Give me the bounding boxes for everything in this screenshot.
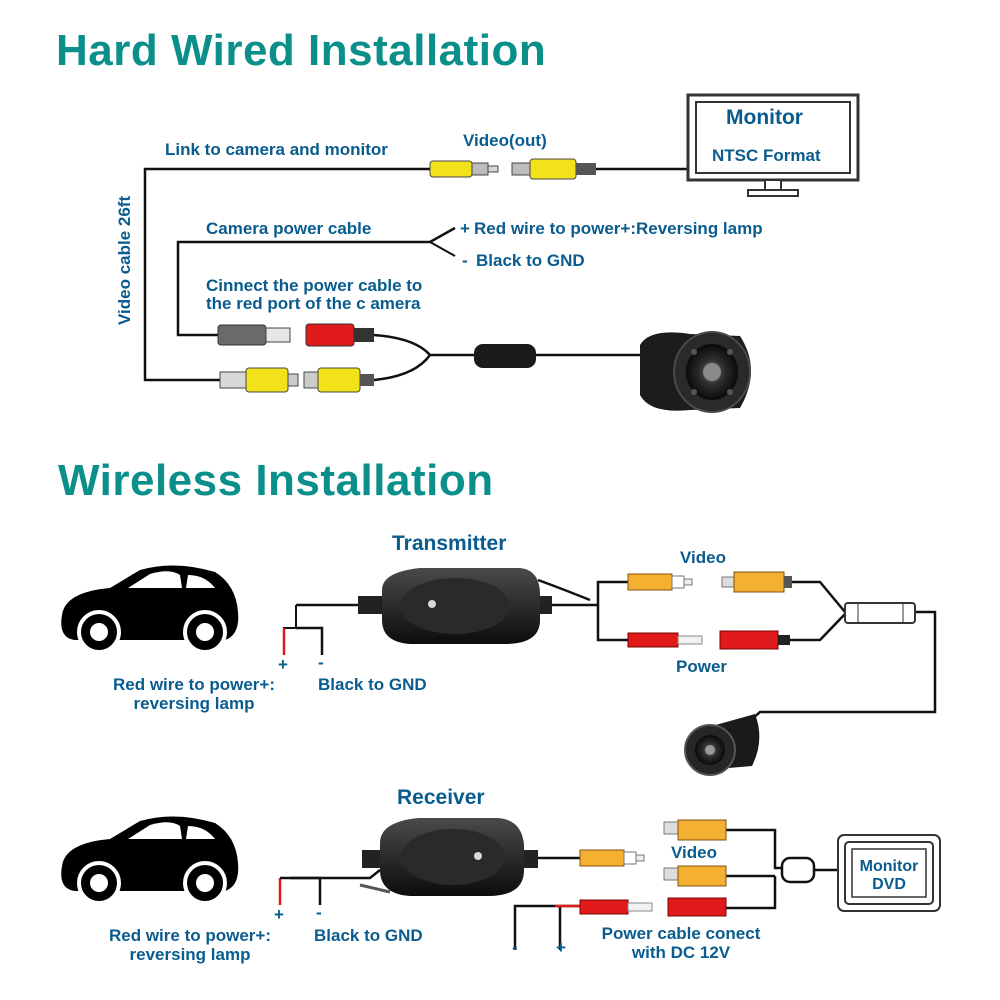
tx-camera-connector [844, 602, 916, 624]
wireless-title: Wireless Installation [58, 456, 494, 505]
hw-plus-sign: + [460, 219, 470, 238]
tx-video-label: Video [680, 548, 726, 567]
connect-note-line1: Cinnect the power cable to [206, 276, 423, 295]
rx-power-note-line1: Power cable conect [601, 924, 761, 943]
car-icon-1 [61, 565, 239, 654]
rx-red-wire-line2: reversing lamp [129, 945, 251, 964]
hw-red-wire-label: Red wire to power+:Reversing lamp [474, 219, 763, 238]
rx-dc-plus-sign: + [556, 938, 566, 957]
rca-plug-yellow-2 [511, 158, 596, 180]
monitor-title: Monitor [726, 106, 803, 129]
hard-wired-diagram [143, 93, 860, 413]
hw-black-wire-label: Black to GND [476, 251, 585, 270]
rx-rca-plug-out [579, 849, 645, 867]
tx-red-wire-line1: Red wire to power+: [113, 675, 275, 694]
tx-black-wire-label: Black to GND [318, 675, 427, 694]
transmitter-title: Transmitter [392, 532, 507, 555]
receiver-title: Receiver [397, 786, 485, 809]
rx-monitor-line2: DVD [872, 876, 906, 893]
rx-rca-plug-mid [663, 865, 727, 887]
tx-red-wire-label: Red wire to power+: reversing lamp [94, 675, 294, 713]
tx-plus-sign: + [278, 655, 288, 674]
tx-rca-plug-2 [721, 571, 792, 593]
rx-video-label: Video [671, 843, 717, 862]
rca-plug-yellow-3 [219, 367, 299, 393]
power-split-wire [429, 241, 456, 257]
tx-power-plug-1 [627, 632, 703, 648]
car-icon-2 [61, 816, 239, 905]
receiver-box [359, 818, 538, 896]
rx-red-wire-label: Red wire to power+: reversing lamp [92, 926, 288, 964]
rx-monitor-label: Monitor DVD [855, 858, 923, 894]
camera-power-cable-label: Camera power cable [206, 219, 372, 238]
rx-dc-minus-sign: - [512, 938, 518, 957]
rx-plus-sign: + [274, 905, 284, 924]
tx-rca-plug-1 [627, 573, 693, 591]
rx-black-wire [290, 876, 322, 905]
rx-power-plug-2 [667, 897, 727, 917]
rx-red-wire-line1: Red wire to power+: [109, 926, 271, 945]
tx-minus-sign: - [318, 653, 324, 672]
hard-wired-title: Hard Wired Installation [56, 26, 547, 75]
rx-splitter [780, 856, 816, 884]
rx-power-note-line2: with DC 12V [631, 943, 731, 962]
tx-black-wire [296, 626, 324, 655]
hw-minus-sign: - [462, 251, 468, 270]
rx-rca-plug-top [663, 819, 727, 841]
connect-note-line2: the red port of the c amera [206, 294, 421, 313]
tx-red-wire-line2: reversing lamp [133, 694, 255, 713]
rca-plug-yellow-1 [429, 160, 499, 178]
rca-plug-yellow-4 [303, 367, 374, 393]
video-out-label: Video(out) [463, 131, 547, 150]
power-plug-gray [217, 324, 291, 346]
rx-power-plug-1 [579, 899, 653, 915]
power-cable-wire [176, 226, 456, 337]
receiver-diagram [61, 816, 941, 950]
transmitter-diagram [61, 565, 937, 776]
monitor-dvd-icon [837, 834, 941, 912]
inline-filter-module [474, 344, 536, 368]
camera-icon [640, 331, 751, 413]
rx-minus-sign: - [316, 903, 322, 922]
camera-icon-2 [684, 714, 760, 776]
rx-power-note: Power cable conect with DC 12V [586, 924, 776, 962]
monitor-icon [686, 93, 860, 197]
transmitter-box [358, 568, 552, 644]
monitor-format: NTSC Format [712, 146, 821, 165]
tx-power-plug-2 [719, 630, 790, 650]
power-plug-red [305, 323, 374, 347]
link-camera-monitor-label: Link to camera and monitor [165, 140, 388, 159]
video-cable-wire [143, 167, 430, 382]
rx-black-wire-label: Black to GND [314, 926, 423, 945]
video-cable-label-text: Video cable 26ft [115, 195, 134, 325]
camera-harness-wire [373, 333, 432, 382]
tx-power-label: Power [676, 657, 728, 676]
rx-monitor-line1: Monitor [859, 858, 919, 875]
